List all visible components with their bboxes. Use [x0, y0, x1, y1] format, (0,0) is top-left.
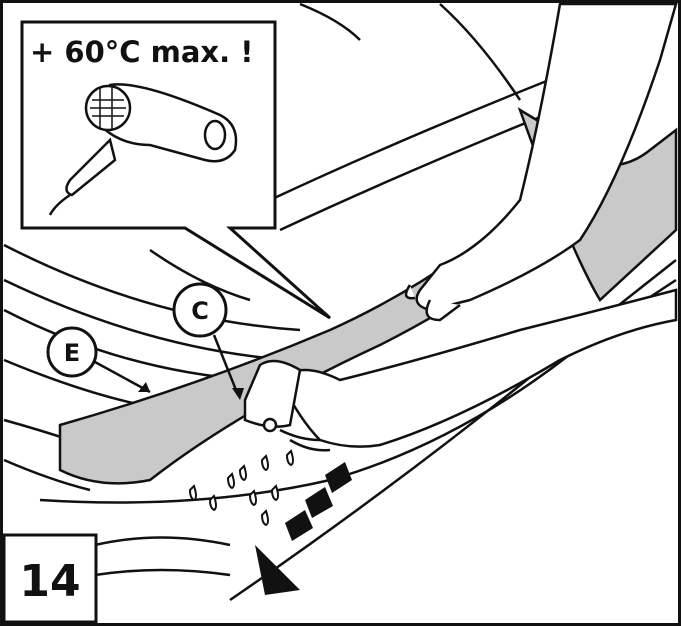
wheel-arch-arc-mid [3, 278, 291, 362]
callout-e-leader [94, 360, 151, 394]
callout-e: E [46, 326, 151, 394]
callout-c-circle [172, 282, 228, 338]
arrow-dash-2 [305, 487, 333, 518]
droplet-icon [238, 464, 247, 482]
warning-text: + 60°C max. ! [30, 35, 253, 69]
wheel-arch-arc-bottom [3, 458, 91, 492]
droplet-icon [188, 484, 197, 502]
upper-hand-finger [425, 299, 461, 322]
callout-c-label: C [191, 297, 209, 325]
callout-e-circle [46, 326, 98, 378]
callout-c-leader [212, 334, 240, 396]
callout-e-label: E [64, 339, 80, 367]
dryer-grille [90, 87, 126, 129]
callout-c-arrowhead [232, 388, 244, 400]
arrow-dash-1 [325, 462, 352, 493]
droplet-icon [260, 454, 269, 472]
step-number-box: 14 [2, 533, 98, 624]
warning-callout: + 60°C max. ! [20, 20, 332, 320]
droplet-icon [285, 449, 294, 467]
arrow-dash-3 [285, 510, 313, 541]
droplet-icon [270, 484, 279, 502]
squeegee-icon [243, 359, 302, 433]
upper-arc-2 [439, 3, 522, 101]
droplet-icon [260, 509, 269, 527]
water-droplets [188, 449, 294, 527]
dryer-vent [203, 119, 227, 151]
upper-arm [415, 2, 678, 312]
lower-hand-finger-1 [279, 428, 321, 442]
direction-arrow-icon [255, 462, 352, 595]
upper-arc-1 [299, 2, 361, 41]
squeegee-body [243, 359, 302, 428]
droplet-icon [208, 494, 217, 512]
wheel-arch-arc-outer [3, 243, 301, 332]
dryer-body [98, 83, 238, 163]
step-box [2, 533, 98, 624]
sill-foot-line-1 [94, 536, 231, 547]
dryer-handle [65, 137, 117, 197]
upper-hand-thumb [404, 284, 416, 300]
panel-seam [149, 248, 251, 302]
arms [278, 2, 678, 452]
droplet-icon [226, 472, 235, 490]
squeegee-knob [262, 417, 278, 433]
callout-e-arrowhead [138, 382, 150, 392]
arrow-head [255, 545, 300, 595]
lower-arm [278, 288, 678, 448]
droplet-icon [248, 489, 257, 507]
sill-foot-line-2 [94, 568, 231, 577]
dryer-cord [48, 193, 71, 216]
lower-hand-finger-2 [289, 438, 331, 452]
hair-dryer-icon [48, 83, 238, 216]
callout-c: C [172, 282, 244, 400]
step-number: 14 [19, 556, 80, 607]
